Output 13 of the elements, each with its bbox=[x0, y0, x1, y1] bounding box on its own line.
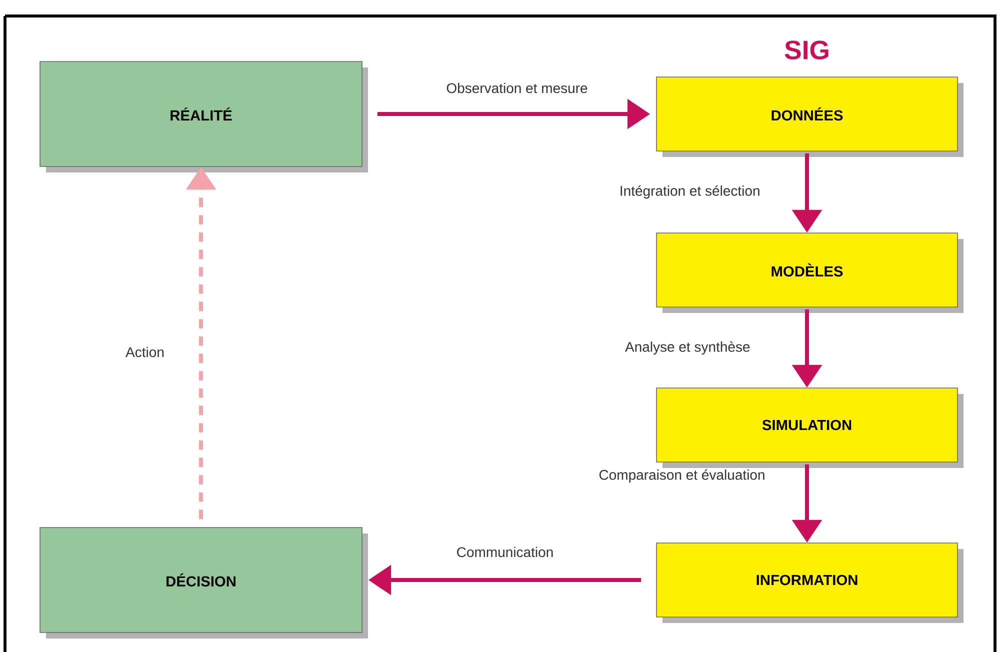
edge-label: Intégration et sélection bbox=[620, 185, 760, 199]
process-box: RÉALITÉ bbox=[40, 61, 368, 172]
edge-label: Communication bbox=[457, 546, 553, 558]
edge-label: Analyse et synthèse bbox=[625, 341, 750, 355]
process-box: INFORMATION bbox=[656, 542, 964, 623]
edge-label: Comparaison et évaluation bbox=[599, 469, 764, 483]
edge-label: Observation et mesure bbox=[446, 82, 588, 94]
process-box: MODÈLES bbox=[656, 232, 964, 313]
process-box: SIMULATION bbox=[656, 388, 964, 468]
process-box: DONNÉES bbox=[656, 76, 964, 157]
process-box: DÉCISION bbox=[40, 527, 368, 638]
title: SIG bbox=[784, 40, 828, 60]
edge-label: Action bbox=[126, 346, 164, 358]
